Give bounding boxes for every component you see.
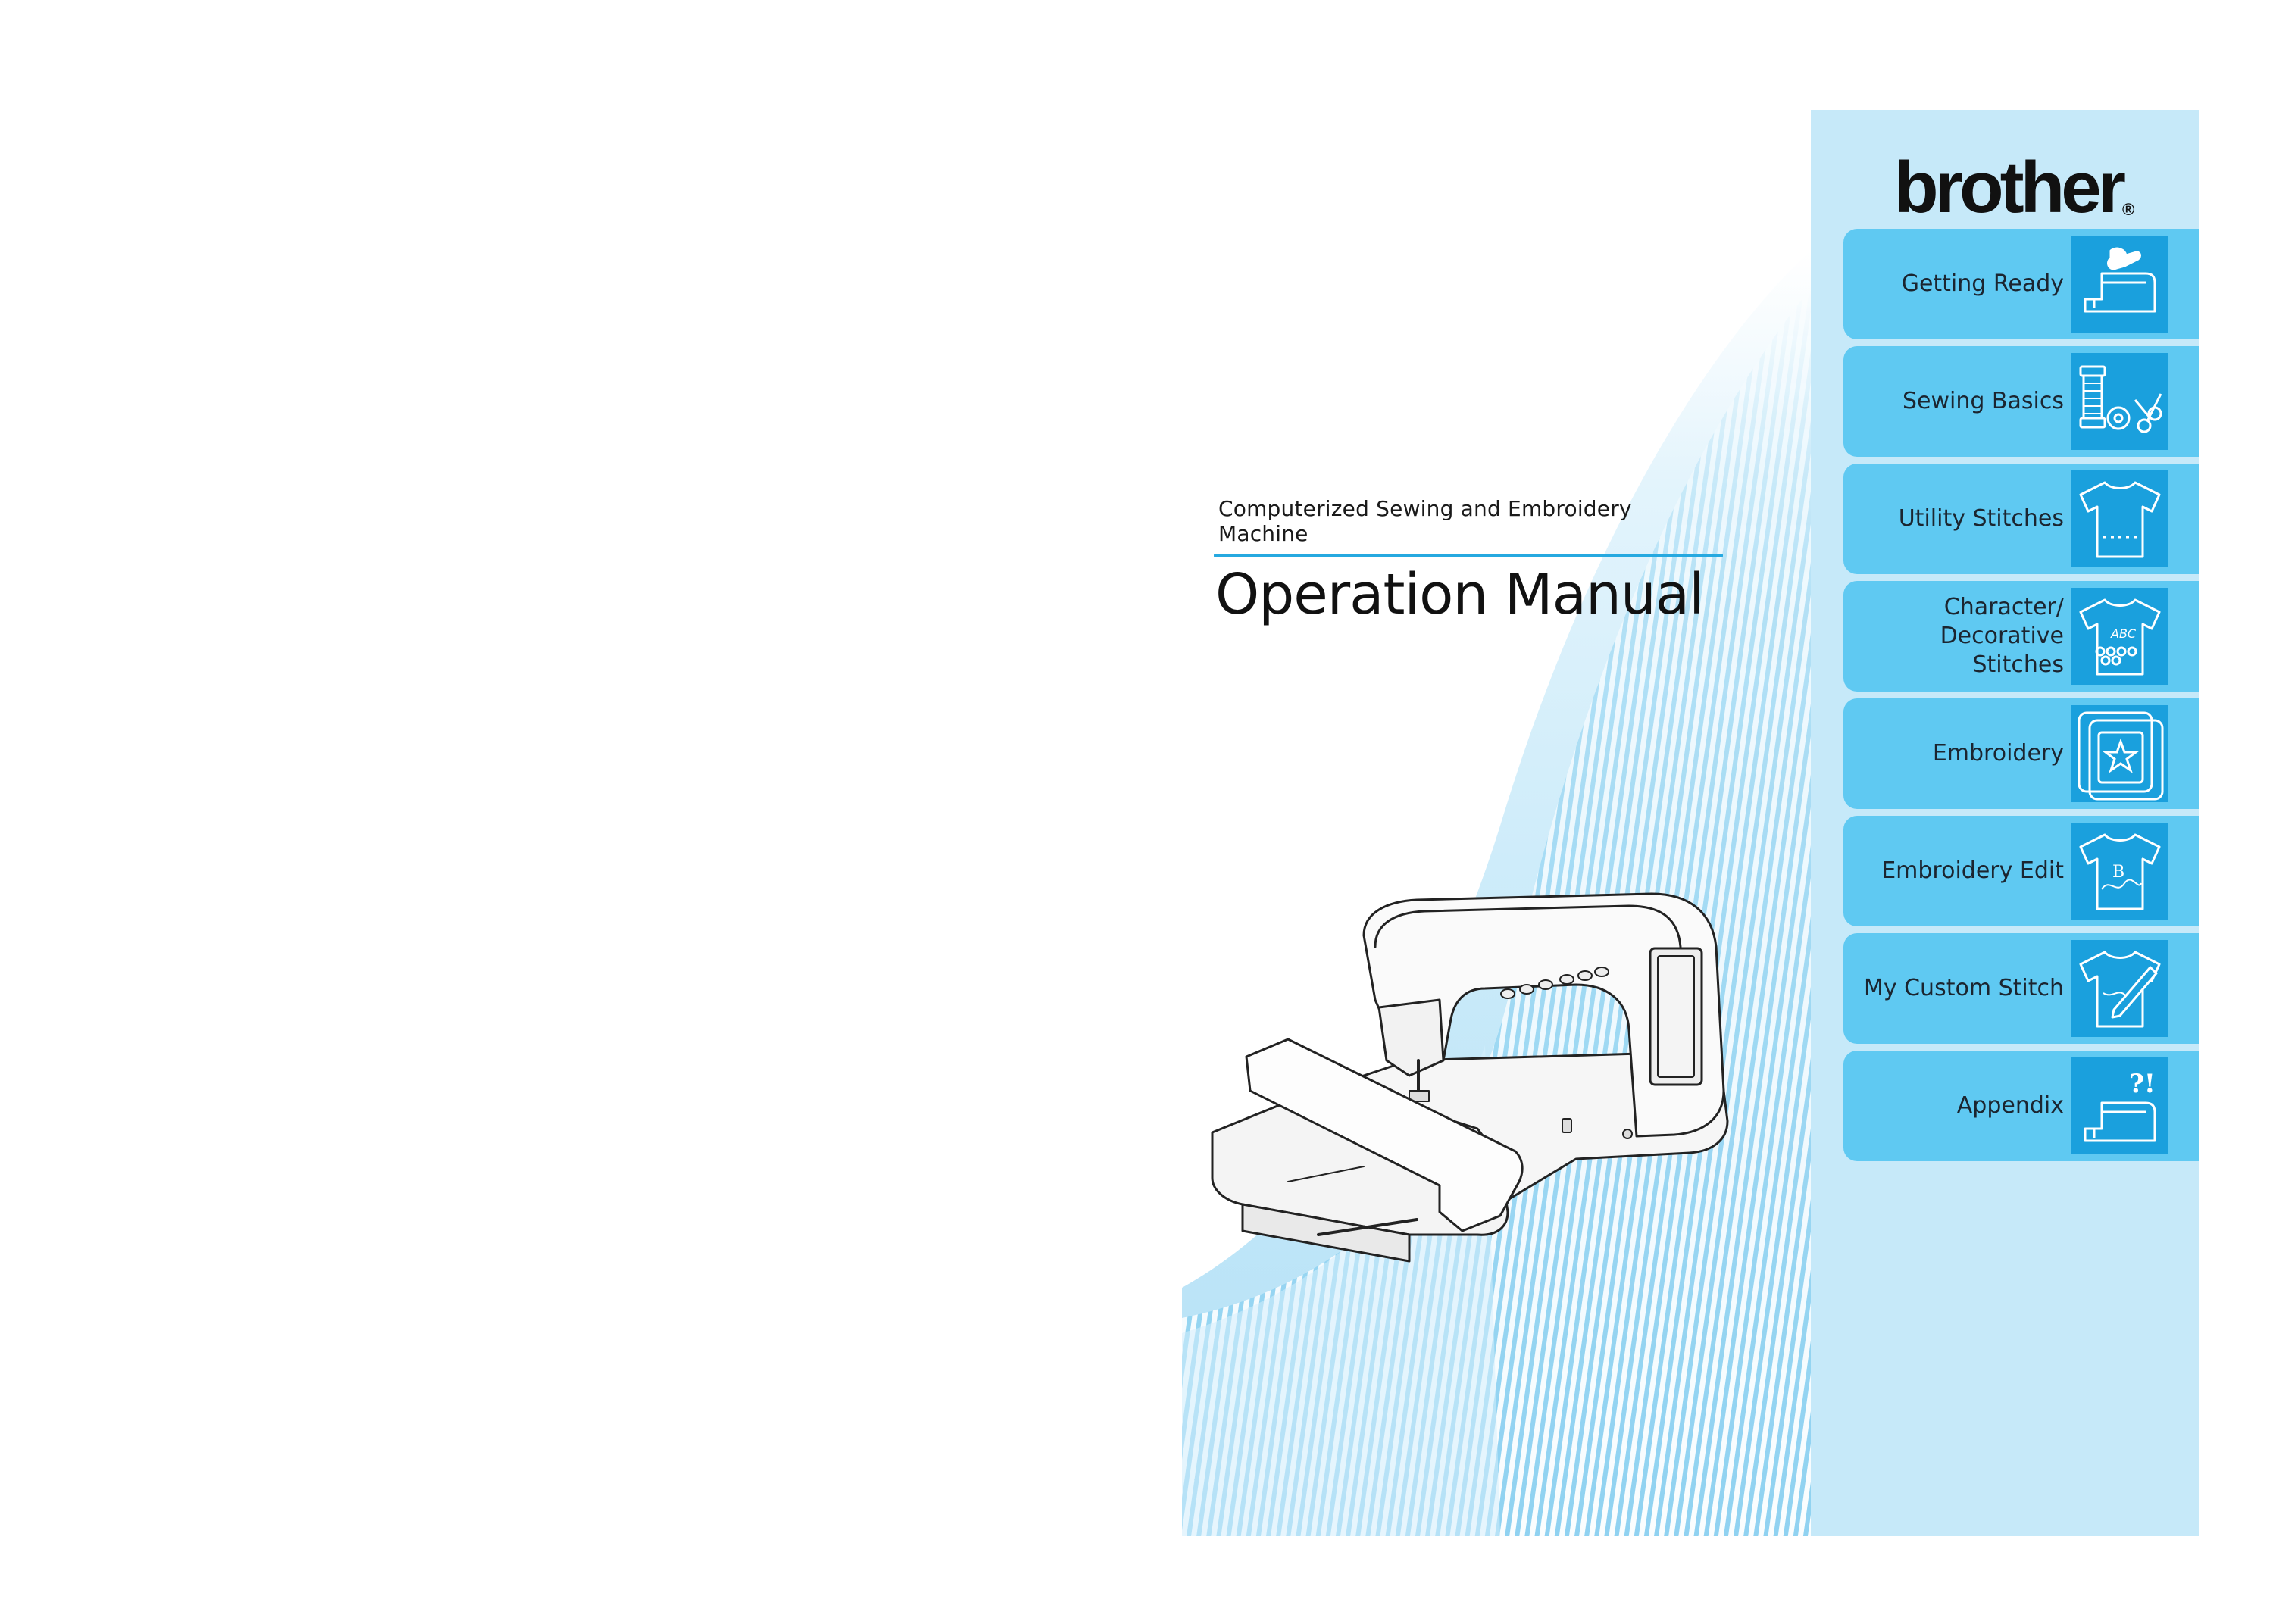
tab-label: Appendix: [1956, 1092, 2064, 1119]
tab-label: My Custom Stitch: [1863, 975, 2064, 1001]
svg-text:B: B: [2112, 863, 2124, 882]
tab-getting-ready[interactable]: Getting Ready: [1843, 229, 2199, 339]
document-header: Computerized Sewing and Embroidery Machi…: [1214, 496, 1723, 627]
tab-label: Embroidery: [1932, 740, 2064, 767]
tab-label: Character/ Decorative Stitches: [1940, 594, 2064, 678]
shirt-letter-b-icon: B: [2071, 823, 2168, 920]
brand-logo-text: brother: [1894, 147, 2126, 228]
tab-utility-stitches[interactable]: Utility Stitches: [1843, 464, 2199, 574]
svg-text:?!: ?!: [2129, 1069, 2156, 1099]
svg-text:ABC: ABC: [2110, 626, 2137, 641]
tab-character-decorative-stitches[interactable]: Character/ Decorative Stitches ABC: [1843, 581, 2199, 692]
shirt-stitch-line-icon: [2071, 470, 2168, 567]
chapter-sidebar: brother® Getting Ready Sewing Basics: [1811, 110, 2199, 1536]
sewing-machine-hand-icon: [2071, 236, 2168, 333]
sewing-machine-illustration: [1211, 892, 1729, 1263]
tab-label: Utility Stitches: [1898, 505, 2064, 532]
tab-label: Sewing Basics: [1902, 388, 2064, 414]
shirt-pen-icon: [2071, 940, 2168, 1037]
tab-label: Embroidery Edit: [1881, 857, 2064, 884]
brand-logo: brother®: [1894, 146, 2134, 230]
document-title: Operation Manual: [1215, 562, 1705, 627]
background-line-band: [1182, 288, 1811, 1536]
registered-mark: ®: [2122, 200, 2135, 219]
tab-sewing-basics[interactable]: Sewing Basics: [1843, 346, 2199, 457]
tab-my-custom-stitch[interactable]: My Custom Stitch: [1843, 933, 2199, 1044]
tab-appendix[interactable]: Appendix ?!: [1843, 1051, 2199, 1161]
tab-embroidery[interactable]: Embroidery: [1843, 698, 2199, 809]
tab-embroidery-edit[interactable]: Embroidery Edit B: [1843, 816, 2199, 926]
document-subtitle: Computerized Sewing and Embroidery Machi…: [1218, 496, 1632, 546]
embroidery-frame-star-icon: [2071, 705, 2168, 802]
thread-spool-scissors-icon: [2071, 353, 2168, 450]
header-divider: [1214, 554, 1723, 557]
tab-label: Getting Ready: [1901, 270, 2064, 297]
shirt-abc-icon: ABC: [2071, 588, 2168, 685]
sewing-machine-question-icon: ?!: [2071, 1057, 2168, 1154]
